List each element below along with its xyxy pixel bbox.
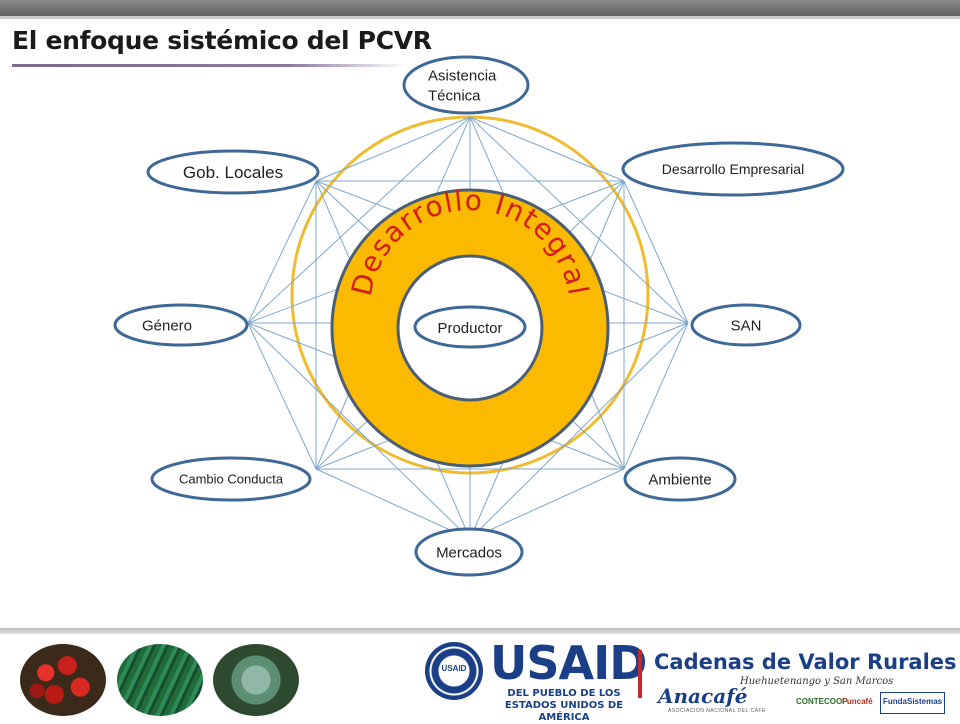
top-bar: [0, 0, 960, 16]
usaid-tagline: DEL PUEBLO DE LOS ESTADOS UNIDOS DE AMÉR…: [504, 688, 624, 723]
node-label-line: SAN: [731, 317, 762, 334]
fundasistemas-logo: FundaSistemas: [880, 692, 946, 714]
systemic-approach-diagram: Desarrollo Integral Productor Asistencia…: [113, 55, 845, 577]
connection-line: [623, 180, 689, 324]
program-title: Cadenas de Valor Rurales: [654, 650, 957, 674]
connection-line: [469, 116, 625, 182]
usaid-seal-text: USAID: [441, 664, 467, 673]
node-label: SAN: [731, 317, 762, 334]
node-desarrollo-empresarial: Desarrollo Empresarial: [621, 141, 845, 197]
connection-line: [315, 116, 471, 182]
node-shape: [113, 303, 249, 347]
node-mercados: Mercados: [414, 527, 524, 577]
node-label: Desarrollo Empresarial: [662, 161, 804, 177]
node-shape: [414, 527, 524, 577]
contecoop-logo: CONTECOOP: [796, 697, 848, 706]
node-san: SAN: [690, 303, 802, 347]
node-label-line: Cambio Conducta: [179, 472, 284, 487]
node-gob-locales: Gob. Locales: [146, 149, 320, 195]
node-label-line: Asistencia: [428, 67, 497, 84]
connection-line: [247, 180, 317, 324]
connection-line: [469, 468, 625, 540]
center-node-shape: [413, 305, 527, 349]
connection-line: [315, 468, 471, 540]
slide-title: El enfoque sistémico del PCVR: [12, 26, 432, 55]
node-shape: [146, 149, 320, 195]
usaid-wordmark: USAID: [490, 636, 647, 690]
connection-line: [623, 322, 689, 470]
node-label-line: Gob. Locales: [183, 163, 283, 182]
program-subtitle: Huehuetenango y San Marcos: [740, 676, 894, 687]
node-label: Mercados: [436, 544, 502, 561]
node-label-line: Género: [142, 317, 192, 334]
anacafe-tagline: ASOCIACION NACIONAL DEL CAFE: [668, 708, 766, 714]
connection-line: [247, 116, 471, 324]
usaid-seal-logo: [425, 642, 483, 700]
weaving-photo: [117, 644, 203, 716]
node-label-line: Desarrollo Empresarial: [662, 161, 804, 177]
node-shape: [621, 141, 845, 197]
node-ambiente: Ambiente: [623, 456, 737, 502]
footer: USAID USAID DEL PUEBLO DE LOS ESTADOS UN…: [0, 634, 960, 723]
node-genero: Género: [113, 303, 249, 347]
connection-line: [247, 322, 471, 540]
top-bar-divider: [0, 16, 960, 19]
center-node: Productor: [413, 305, 527, 349]
node-label: Gob. Locales: [183, 163, 283, 182]
node-shape: [623, 456, 737, 502]
node-cambio-conducta: Cambio Conducta: [150, 456, 312, 502]
node-label-line: Técnica: [428, 87, 481, 104]
title-underline: [12, 64, 407, 67]
node-label: Ambiente: [648, 471, 711, 488]
usaid-divider: [638, 650, 642, 698]
node-label-line: Ambiente: [648, 471, 711, 488]
vegetable-photo: [213, 644, 299, 716]
center-node-label: Productor: [437, 320, 502, 337]
node-shape: [690, 303, 802, 347]
node-label: Género: [142, 317, 192, 334]
footer-divider: [0, 628, 960, 634]
connection-line: [469, 322, 689, 540]
connection-line: [469, 116, 689, 324]
anacafe-logo: Anacafé: [658, 684, 748, 708]
node-shape: [150, 456, 312, 502]
funcafe-logo: Funcafé: [842, 697, 873, 706]
node-label: Cambio Conducta: [179, 472, 284, 487]
node-shape: [402, 55, 530, 115]
node-label-line: Mercados: [436, 544, 502, 561]
coffee-cherries-photo: [20, 644, 106, 716]
connection-line: [247, 322, 317, 470]
